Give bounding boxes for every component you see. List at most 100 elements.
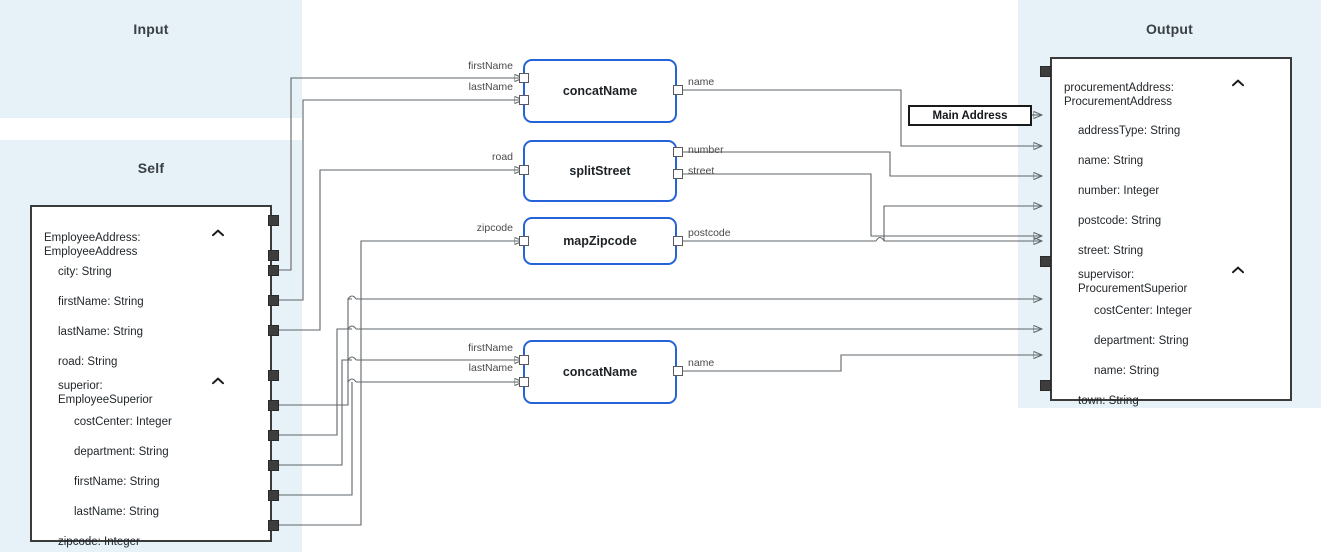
chevron-up-icon[interactable] — [1232, 71, 1244, 87]
field-label: postcode: String — [1078, 215, 1162, 227]
function-node-label: mapZipcode — [563, 234, 637, 248]
output-field-department[interactable]: department: String — [1052, 320, 1290, 362]
lane-title-input: Input — [133, 21, 169, 37]
port-label-firstname-2: firstName — [468, 342, 513, 354]
field-label: superior: EmployeeSuperior — [58, 380, 153, 406]
field-label: department: String — [1094, 335, 1189, 347]
self-field-department[interactable]: department: String — [32, 431, 270, 473]
port-out-street[interactable] — [673, 169, 683, 179]
port-out-number[interactable] — [673, 147, 683, 157]
self-port-lastname[interactable] — [268, 295, 279, 306]
self-field-lastname[interactable]: lastName: String — [32, 311, 270, 353]
field-label: name: String — [1078, 155, 1144, 167]
self-field-road[interactable]: road: String — [32, 341, 270, 383]
function-node-label: concatName — [562, 365, 638, 379]
port-label-number: number — [688, 144, 724, 156]
function-node-label: splitStreet — [569, 164, 631, 178]
function-node-splitstreet[interactable]: splitStreet — [523, 140, 677, 202]
port-in-firstname[interactable] — [519, 73, 529, 83]
field-label: name: String — [1094, 365, 1160, 377]
chevron-up-icon[interactable] — [1232, 258, 1244, 274]
self-root-row[interactable]: EmployeeAddress: EmployeeAddress — [32, 217, 270, 287]
field-label: costCenter: Integer — [1094, 305, 1192, 317]
port-label-lastname: lastName — [468, 81, 513, 93]
field-label: city: String — [58, 266, 112, 278]
self-port-superior[interactable] — [268, 370, 279, 381]
output-field-postcode[interactable]: postcode: String — [1052, 200, 1290, 242]
field-label: town: String — [1078, 395, 1139, 407]
lane-input — [0, 0, 302, 118]
port-in-lastname-2[interactable] — [519, 377, 529, 387]
lane-title-self: Self — [137, 160, 165, 176]
self-field-superior-firstname[interactable]: firstName: String — [32, 461, 270, 503]
port-out-postcode[interactable] — [673, 236, 683, 246]
output-root-row[interactable]: procurementAddress: ProcurementAddress — [1052, 67, 1290, 137]
port-label-zipcode: zipcode — [476, 222, 513, 234]
self-field-city[interactable]: city: String — [32, 251, 270, 293]
output-field-costcenter[interactable]: costCenter: Integer — [1052, 290, 1290, 332]
field-label: street: String — [1078, 245, 1144, 257]
port-in-zipcode[interactable] — [519, 236, 529, 246]
field-label: department: String — [74, 446, 169, 458]
chevron-up-icon[interactable] — [212, 369, 224, 385]
self-port-superior-firstname[interactable] — [268, 460, 279, 471]
port-out-name[interactable] — [673, 85, 683, 95]
output-structure-box[interactable]: procurementAddress: ProcurementAddress a… — [1050, 57, 1292, 407]
output-root-label: procurementAddress: ProcurementAddress — [1064, 82, 1174, 108]
port-label-postcode: postcode — [688, 227, 731, 239]
output-port-root[interactable] — [1040, 66, 1051, 77]
field-label: firstName: String — [74, 476, 160, 488]
output-field-number[interactable]: number: Integer — [1052, 170, 1290, 212]
function-node-concatname-top[interactable]: concatName — [523, 59, 677, 123]
port-label-name-2: name — [688, 357, 715, 369]
field-label: addressType: String — [1078, 125, 1181, 137]
function-node-label: concatName — [562, 84, 638, 98]
self-port-department[interactable] — [268, 430, 279, 441]
self-structure-box[interactable]: EmployeeAddress: EmployeeAddress city: S… — [30, 205, 272, 548]
field-label: zipcode: Integer — [58, 536, 140, 548]
constant-node-label: Main Address — [932, 109, 1008, 122]
chevron-up-icon[interactable] — [212, 221, 224, 237]
output-field-street[interactable]: street: String — [1052, 230, 1290, 272]
self-port-zipcode[interactable] — [268, 520, 279, 531]
output-field-town[interactable]: town: String — [1052, 380, 1290, 422]
port-in-lastname[interactable] — [519, 95, 529, 105]
field-label: lastName: String — [74, 506, 160, 518]
self-root-label: EmployeeAddress: EmployeeAddress — [44, 232, 141, 258]
self-port-root[interactable] — [268, 215, 279, 226]
field-label: supervisor: ProcurementSuperior — [1078, 269, 1188, 295]
port-label-street: street — [688, 165, 715, 177]
function-node-mapzipcode[interactable]: mapZipcode — [523, 217, 677, 265]
self-port-road[interactable] — [268, 325, 279, 336]
output-port-town[interactable] — [1040, 380, 1051, 391]
port-label-firstname: firstName — [468, 60, 513, 72]
self-field-zipcode[interactable]: zipcode: Integer — [32, 521, 270, 552]
output-field-name[interactable]: name: String — [1052, 140, 1290, 182]
field-label: number: Integer — [1078, 185, 1160, 197]
port-in-road[interactable] — [519, 165, 529, 175]
field-label: lastName: String — [58, 326, 144, 338]
field-label: costCenter: Integer — [74, 416, 172, 428]
port-label-name: name — [688, 76, 715, 88]
self-field-costcenter[interactable]: costCenter: Integer — [32, 401, 270, 443]
self-port-city[interactable] — [268, 250, 279, 261]
self-field-superior-lastname[interactable]: lastName: String — [32, 491, 270, 533]
self-port-superior-lastname[interactable] — [268, 490, 279, 501]
function-node-concatname-bottom[interactable]: concatName — [523, 340, 677, 404]
output-group-supervisor[interactable]: supervisor: ProcurementSuperior — [1052, 254, 1290, 324]
self-field-firstname[interactable]: firstName: String — [32, 281, 270, 323]
port-label-lastname-2: lastName — [468, 362, 513, 374]
output-field-supervisor-name[interactable]: name: String — [1052, 350, 1290, 392]
port-in-firstname-2[interactable] — [519, 355, 529, 365]
output-field-addresstype[interactable]: addressType: String — [1052, 110, 1290, 152]
port-out-name-2[interactable] — [673, 366, 683, 376]
self-group-superior[interactable]: superior: EmployeeSuperior — [32, 365, 270, 435]
field-label: road: String — [58, 356, 118, 368]
output-port-supervisor[interactable] — [1040, 256, 1051, 267]
port-label-road: road — [491, 151, 513, 163]
constant-node-main-address[interactable]: Main Address — [908, 105, 1032, 126]
field-label: firstName: String — [58, 296, 144, 308]
self-port-costcenter[interactable] — [268, 400, 279, 411]
self-port-firstname[interactable] — [268, 265, 279, 276]
